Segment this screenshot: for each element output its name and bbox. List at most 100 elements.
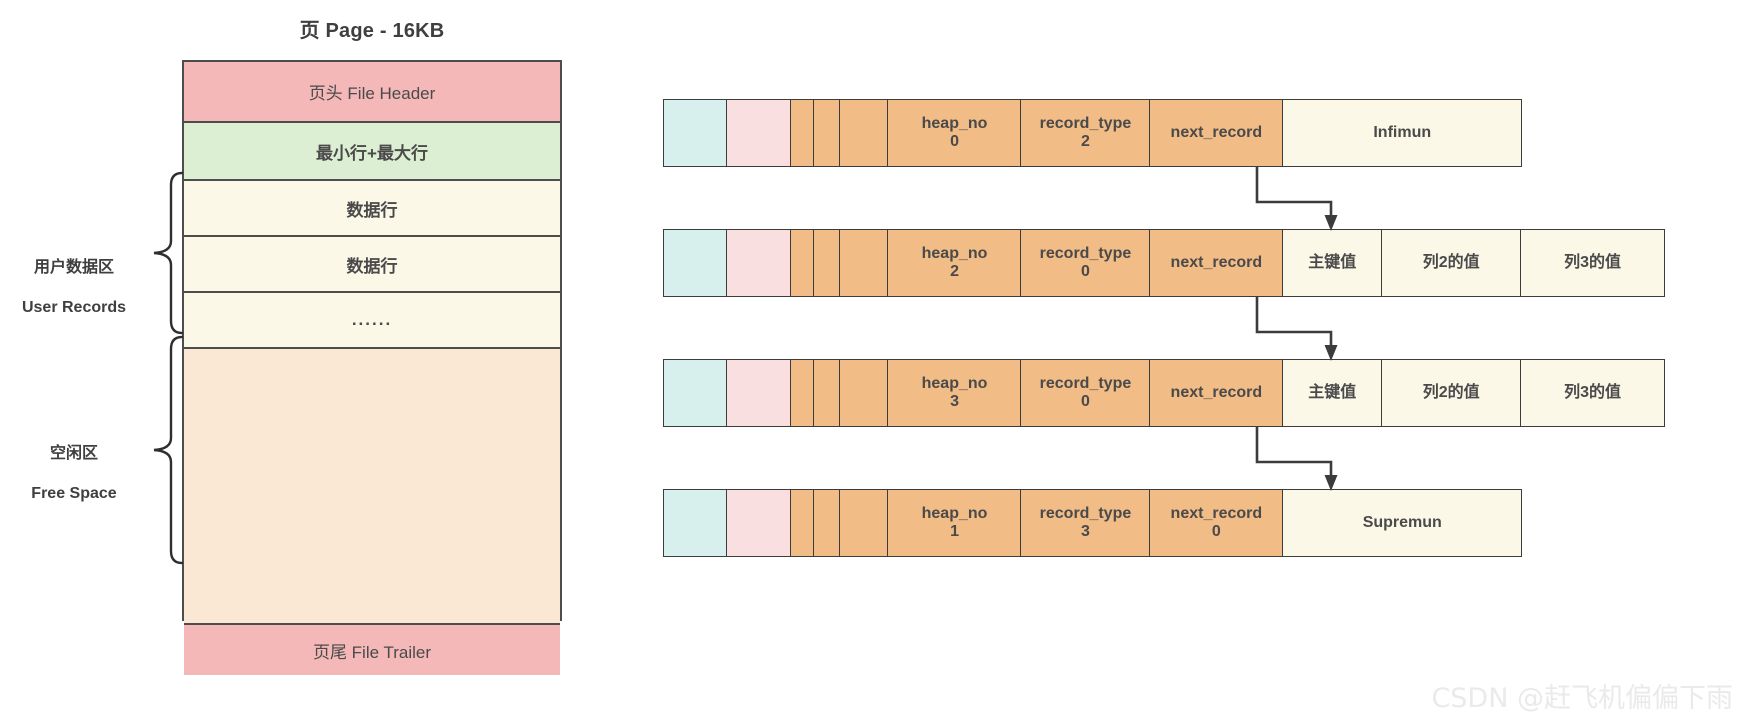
page-title: 页 Page - 16KB xyxy=(299,20,445,42)
cell-label: 主键值 xyxy=(1308,384,1357,402)
cell-cyan-0 xyxy=(663,489,728,557)
cell-cyan-0 xyxy=(663,359,728,427)
cell-value: 0 xyxy=(1080,263,1090,280)
cell-orange-4 xyxy=(838,489,889,557)
cell-orange-3 xyxy=(813,99,841,167)
next-record-connector-arrow-3 xyxy=(1255,427,1338,491)
user-records-label-en: User Records xyxy=(21,299,127,316)
page-segment-min-max-row: 最小行+最大行 xyxy=(184,123,560,181)
cell-value: 0 xyxy=(950,133,959,150)
cell-label: 列2的值 xyxy=(1422,384,1480,402)
cell-value: 2 xyxy=(950,263,959,280)
cell-label: Infimun xyxy=(1373,124,1432,142)
free-space-label-cn: 空闲区 xyxy=(49,445,98,462)
cell-value: 3 xyxy=(950,393,959,410)
cell-next_record: next_record xyxy=(1148,359,1284,427)
cell-value: 0 xyxy=(1211,523,1221,540)
cell-label: record_type xyxy=(1039,245,1132,263)
cell-label: next_record xyxy=(1170,384,1263,402)
page-segment-free-space xyxy=(184,349,560,625)
page-segment-file-header: 页头 File Header xyxy=(184,62,560,123)
cell-value: 0 xyxy=(1080,393,1090,410)
next-record-connector-arrow-1 xyxy=(1255,167,1338,231)
cell--: 主键值 xyxy=(1282,229,1383,297)
cell-pink-1 xyxy=(726,229,792,297)
cell-value: 3 xyxy=(1080,523,1090,540)
user-records-label: 用户数据区 User Records xyxy=(0,238,148,338)
cell-label: 主键值 xyxy=(1308,254,1357,272)
cell-label: next_record xyxy=(1170,124,1263,142)
cell-label: record_type xyxy=(1039,505,1132,523)
cell-orange-2 xyxy=(789,229,815,297)
cell-next_record: next_record xyxy=(1148,99,1284,167)
cell-label: record_type xyxy=(1039,115,1132,133)
page-segment-data-row-1: 数据行 xyxy=(184,181,560,237)
cell-label: 列3的值 xyxy=(1564,384,1622,402)
cell-orange-4 xyxy=(838,359,889,427)
page-segment-label: 最小行+最大行 xyxy=(316,143,428,163)
cell-label: Supremun xyxy=(1362,514,1442,532)
cell-label: heap_no xyxy=(921,505,988,523)
cell--2-: 列2的值 xyxy=(1380,229,1522,297)
free-space-brace-icon xyxy=(153,335,184,565)
page-structure-stack: 页头 File Header 最小行+最大行 数据行 数据行 ...... 页尾… xyxy=(182,60,562,675)
cell-orange-3 xyxy=(813,489,841,557)
cell-orange-2 xyxy=(789,359,815,427)
cell-label: next_record xyxy=(1170,254,1263,272)
cell--3-: 列3的值 xyxy=(1520,359,1666,427)
cell-label: record_type xyxy=(1039,375,1132,393)
cell-orange-3 xyxy=(813,359,841,427)
user-records-label-cn: 用户数据区 xyxy=(33,259,114,276)
cell--3-: 列3的值 xyxy=(1520,229,1666,297)
cell-supremun: Supremun xyxy=(1282,489,1523,557)
cell--2-: 列2的值 xyxy=(1380,359,1522,427)
cell-cyan-0 xyxy=(663,229,728,297)
cell-value: 2 xyxy=(1080,133,1090,150)
cell-orange-4 xyxy=(838,99,889,167)
cell-label: heap_no xyxy=(921,115,988,133)
cell-pink-1 xyxy=(726,489,792,557)
cell-label: 列3的值 xyxy=(1564,254,1622,272)
cell-next_record: next_record xyxy=(1148,229,1284,297)
cell-cyan-0 xyxy=(663,99,728,167)
next-record-connector-arrow-2 xyxy=(1255,297,1338,361)
cell-pink-1 xyxy=(726,99,792,167)
cell-pink-1 xyxy=(726,359,792,427)
page-segment-data-row-2: 数据行 xyxy=(184,237,560,293)
watermark: CSDN @赶飞机偏偏下雨 xyxy=(1431,683,1733,714)
page-segment-label: 页尾 File Trailer xyxy=(312,642,432,662)
page-segment-label: ...... xyxy=(351,310,393,329)
user-records-brace-icon xyxy=(153,171,184,335)
page-segment-label: 数据行 xyxy=(346,256,398,276)
cell-orange-2 xyxy=(789,489,815,557)
cell-label: heap_no xyxy=(921,245,988,263)
cell-orange-4 xyxy=(838,229,889,297)
cell-orange-3 xyxy=(813,229,841,297)
page-segment-file-trailer: 页尾 File Trailer xyxy=(184,625,560,675)
cell-label: next_record xyxy=(1170,505,1263,523)
free-space-label-en: Free Space xyxy=(31,485,117,502)
cell--: 主键值 xyxy=(1282,359,1383,427)
cell-orange-2 xyxy=(789,99,815,167)
cell-label: 列2的值 xyxy=(1422,254,1480,272)
cell-infimun: Infimun xyxy=(1282,99,1523,167)
page-segment-label: 页头 File Header xyxy=(308,84,436,103)
page-segment-ellipsis: ...... xyxy=(184,293,560,349)
cell-value: 1 xyxy=(950,523,959,540)
free-space-label: 空闲区 Free Space xyxy=(0,424,148,524)
page-segment-label: 数据行 xyxy=(346,200,398,220)
cell-label: heap_no xyxy=(921,375,988,393)
